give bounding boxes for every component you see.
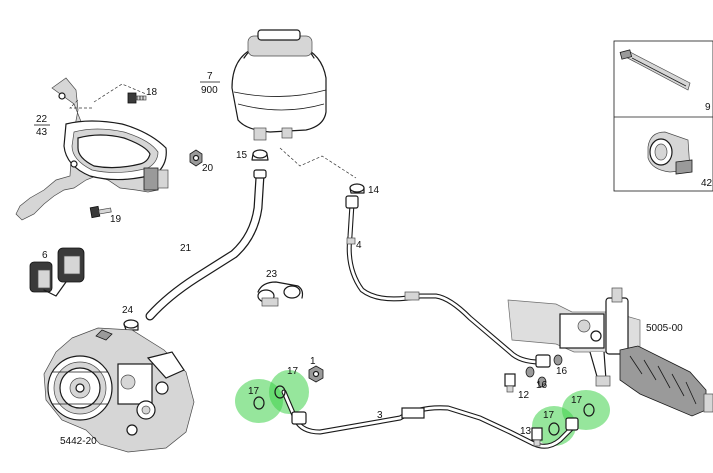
label-17-c: 17: [543, 410, 555, 421]
label-6: 6: [42, 250, 48, 261]
seal-ring-17-b: [274, 385, 286, 399]
hose-clip-15: [251, 149, 269, 161]
fitting-16-lower: [537, 376, 547, 388]
label-ref-pump: 5442-20: [60, 436, 97, 447]
inset-panel: [613, 40, 713, 192]
label-16-b: 16: [556, 366, 568, 377]
label-9: 9: [705, 102, 711, 113]
bolt-13: [531, 427, 543, 447]
label-900: 900: [201, 85, 218, 96]
leader-bracket-a: [69, 99, 92, 109]
label-17-a: 17: [248, 386, 260, 397]
label-17-d: 17: [571, 395, 583, 406]
label-12: 12: [518, 390, 530, 401]
label-1: 1: [310, 356, 316, 367]
label-13: 13: [520, 426, 532, 437]
nut-20: [189, 149, 203, 167]
bolt-18: [127, 92, 147, 104]
label-24: 24: [122, 305, 134, 316]
label-16-a: 16: [536, 380, 548, 391]
suction-hose-21: [145, 169, 267, 321]
seal-ring-17-a: [253, 396, 265, 410]
label-22: 22: [36, 114, 48, 125]
hose-clamp-23: [257, 281, 304, 307]
return-pipe-4: [345, 195, 551, 368]
label-23: 23: [266, 269, 278, 280]
seal-ring-17-c: [548, 422, 560, 436]
cable-tie-icon: [619, 49, 691, 91]
label-3: 3: [377, 410, 383, 421]
leader-reservoir: [279, 147, 357, 179]
highlight-seal-17-mid: [269, 370, 309, 414]
label-19: 19: [110, 214, 122, 225]
label-15: 15: [236, 150, 248, 161]
hose-clip-24: [123, 319, 139, 331]
label-43: 43: [36, 127, 48, 138]
nut-1: [308, 365, 324, 383]
label-20: 20: [202, 163, 214, 174]
mounting-bracket: [15, 77, 169, 221]
label-4: 4: [356, 240, 362, 251]
callout-labels: 1 3 4 6 7 900 9 12 13 14 15 16 16 17 17 …: [34, 71, 713, 447]
leader-bracket-b: [93, 83, 147, 103]
steering-gear: [507, 287, 713, 417]
fluid-reservoir: [231, 29, 327, 141]
label-7: 7: [207, 71, 213, 82]
seal-ring-17-d: [583, 403, 595, 417]
label-42: 42: [701, 178, 713, 189]
bolt-12: [504, 373, 516, 393]
label-ref-gear: 5005-00: [646, 323, 683, 334]
fitting-16-upper: [525, 354, 563, 378]
label-17-b: 17: [287, 366, 299, 377]
steering-pump: [43, 327, 195, 453]
label-21: 21: [180, 243, 192, 254]
inset-frame: [613, 40, 713, 192]
label-14: 14: [368, 185, 380, 196]
hose-clip-14: [349, 183, 365, 194]
label-18: 18: [146, 87, 158, 98]
pressure-pipe-3: [281, 389, 579, 449]
bolt-19: [89, 205, 112, 219]
rubber-mount-8: [29, 247, 85, 297]
clamp-bracket-icon: [647, 131, 693, 175]
